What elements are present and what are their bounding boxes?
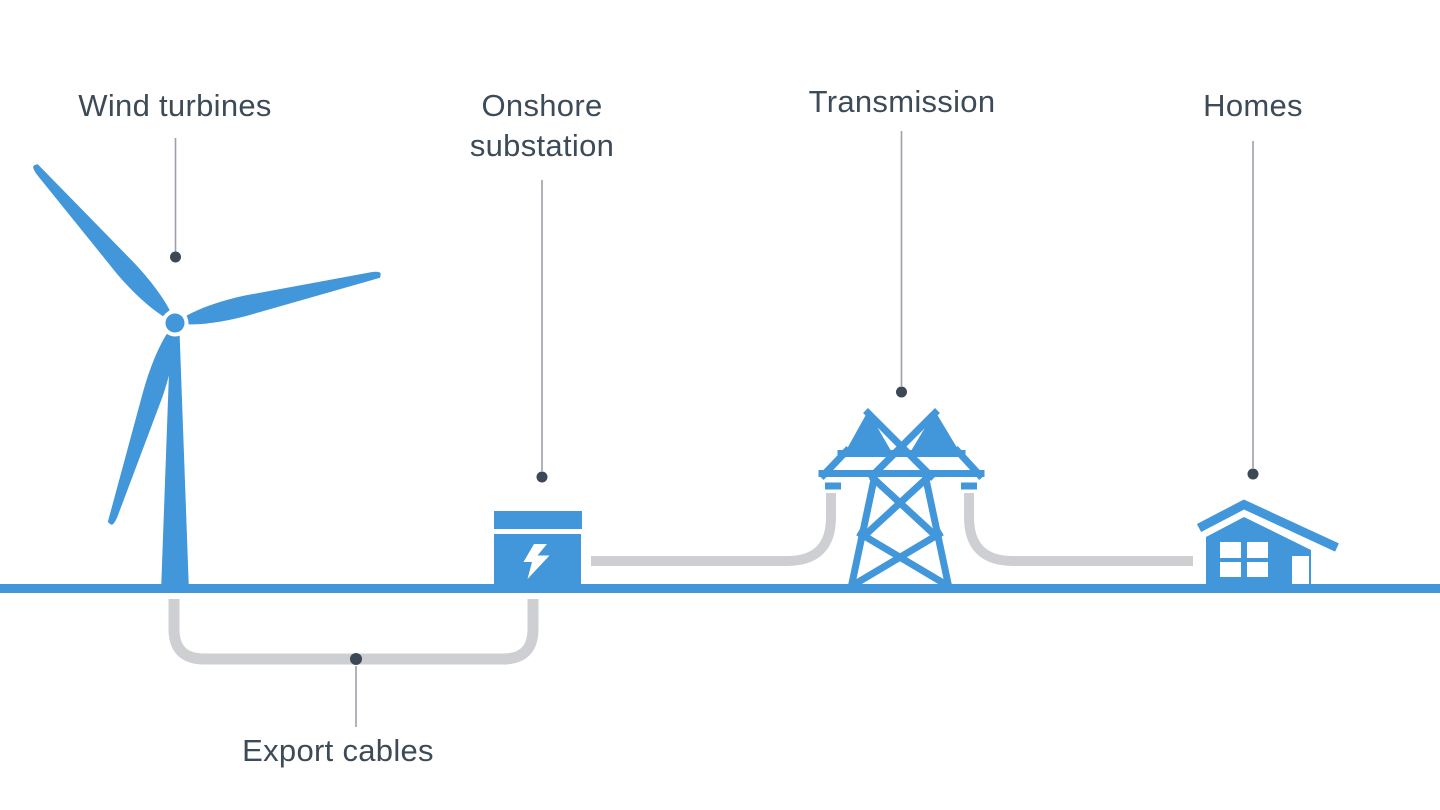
turbine-tower: [161, 331, 189, 592]
leader-dot: [536, 471, 548, 483]
ground-line: [0, 584, 1440, 593]
wind-turbines-label: Wind turbines: [78, 88, 272, 123]
homes-label: Homes: [1203, 88, 1303, 123]
tower-left-peak: [843, 411, 894, 456]
leader-dot: [1247, 468, 1259, 480]
turbine-hub: [165, 313, 185, 333]
transmission-label: Transmission: [808, 84, 996, 119]
left-insulator: [825, 482, 841, 490]
transmission-tower-icon: [818, 408, 985, 593]
home-door: [1292, 556, 1309, 584]
substation-roof: [494, 511, 582, 529]
right-insulator: [961, 482, 977, 490]
substation-icon: [494, 511, 582, 589]
onshore-substation-label: Onshore substation: [469, 88, 615, 163]
tower-right-peak: [908, 411, 962, 456]
home-roof: [1196, 499, 1339, 552]
leader-lines: [174, 131, 1254, 727]
substation-to-tower-cable: [591, 493, 836, 566]
export-cable: [168, 599, 539, 665]
wind-turbine-icon: [33, 164, 381, 592]
export-cables-label: Export cables: [242, 733, 434, 768]
leader-dot: [350, 653, 362, 665]
lightning-bolt-icon: [523, 544, 550, 579]
home-icon: [1196, 499, 1339, 589]
home-window: [1220, 542, 1268, 577]
leader-dot: [896, 386, 907, 398]
tower-to-homes-cable: [964, 493, 1193, 566]
leader-dots: [170, 251, 1259, 665]
turbine-blades: [33, 164, 381, 525]
leader-dot: [170, 251, 181, 263]
